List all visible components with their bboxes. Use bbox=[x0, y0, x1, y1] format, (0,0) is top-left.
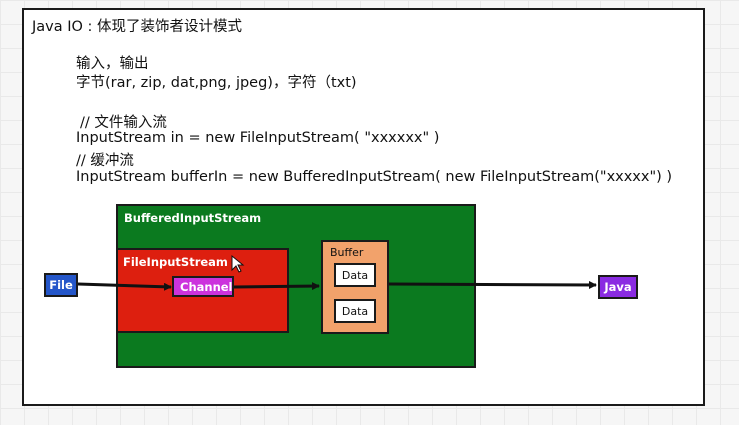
java-label: Java bbox=[604, 280, 632, 294]
buffer-label: Buffer bbox=[330, 246, 364, 259]
code-file-input: InputStream in = new FileInputStream( "x… bbox=[76, 130, 440, 146]
comment-buffer: // 缓冲流 bbox=[76, 153, 134, 169]
java-box: Java bbox=[598, 275, 638, 299]
data-label-2: Data bbox=[341, 305, 369, 318]
data-box-2: Data bbox=[334, 299, 376, 323]
note-title: Java IO : 体现了装饰者设计模式 bbox=[32, 19, 243, 35]
buffer-box: Buffer bbox=[321, 240, 389, 334]
data-label-1: Data bbox=[341, 269, 369, 282]
text-line-types: 字节(rar, zip, dat,png, jpeg)，字符（txt) bbox=[76, 75, 357, 91]
channel-box: Channel bbox=[172, 276, 234, 297]
comment-file-input: // 文件输入流 bbox=[80, 115, 167, 131]
file-input-stream-label: FileInputStream bbox=[123, 255, 228, 269]
channel-label: Channel bbox=[180, 280, 233, 294]
code-buffered-input: InputStream bufferIn = new BufferedInput… bbox=[76, 169, 673, 185]
text-line-io: 输入，输出 bbox=[76, 56, 149, 72]
buffered-input-stream-label: BufferedInputStream bbox=[124, 211, 262, 225]
data-box-1: Data bbox=[334, 263, 376, 287]
file-label: File bbox=[49, 278, 73, 292]
file-box: File bbox=[44, 273, 78, 297]
